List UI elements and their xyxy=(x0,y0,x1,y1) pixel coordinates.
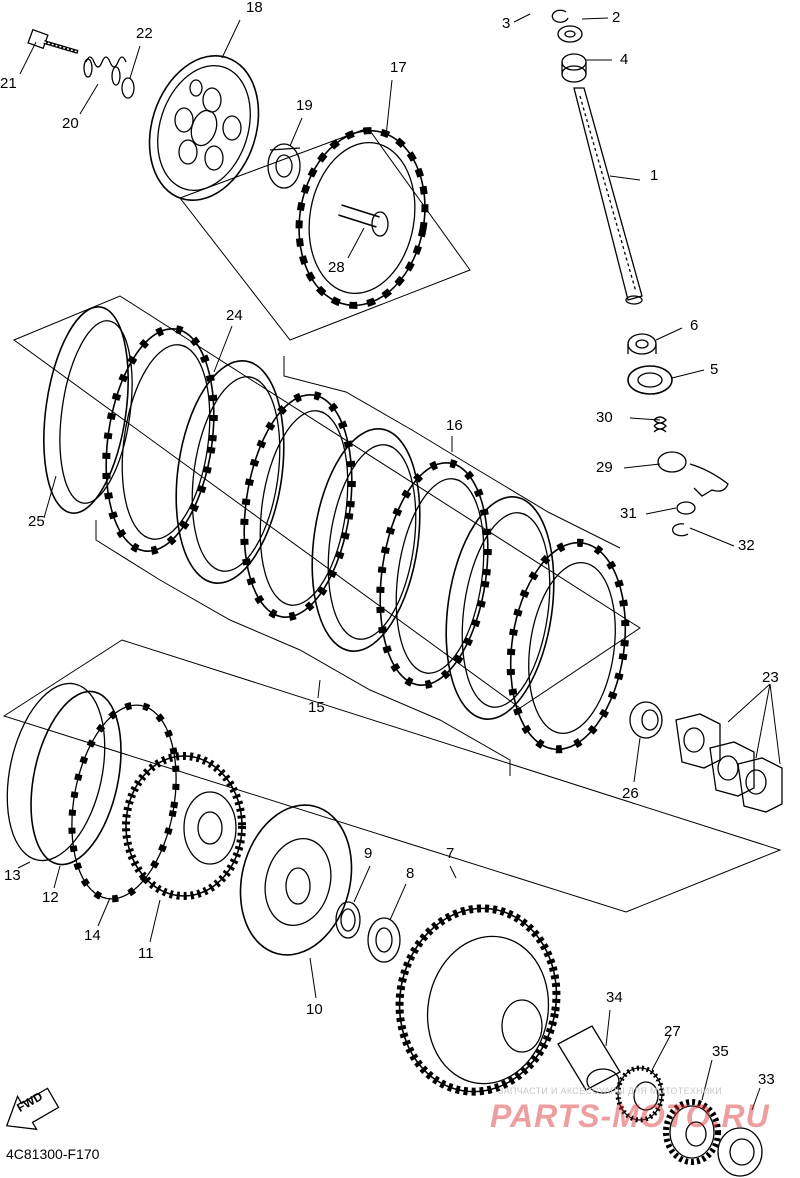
callout-12: 12 xyxy=(42,889,59,906)
callout-33: 33 xyxy=(758,1071,775,1088)
thrust-plate-icon xyxy=(367,917,401,963)
return-spring-icon xyxy=(653,416,667,433)
friction-plate-24-icon xyxy=(102,324,218,556)
callout-17: 17 xyxy=(390,59,407,76)
washer-33-icon xyxy=(717,1127,763,1177)
washer-icon xyxy=(121,77,135,99)
callout-9: 9 xyxy=(364,845,373,862)
callout-21: 21 xyxy=(0,75,17,92)
clutch-plate-stack xyxy=(43,306,630,754)
housing-group-outline xyxy=(2,639,782,913)
plain-washer-icon xyxy=(676,501,696,515)
diagram-code: 4C81300-F170 xyxy=(6,1146,100,1162)
callout-5: 5 xyxy=(710,361,719,378)
plates-group-outline xyxy=(12,295,641,709)
callout-19: 19 xyxy=(296,97,313,114)
callout-22: 22 xyxy=(136,25,153,42)
bolt-icon xyxy=(27,28,79,54)
callout-10: 10 xyxy=(306,1001,323,1018)
stack-plate-8 xyxy=(506,538,630,754)
stack-plate-7 xyxy=(445,496,555,720)
lock-washer-icon xyxy=(675,713,783,813)
push-rod-icon xyxy=(338,204,389,237)
bearing-icon xyxy=(267,143,301,189)
callout-16: 16 xyxy=(446,417,463,434)
callout-13: 13 xyxy=(4,867,21,884)
friction-plate-top-icon xyxy=(295,127,429,309)
friction-plates-bracket xyxy=(283,356,621,549)
callout-18: 18 xyxy=(246,0,263,16)
oil-seal-icon xyxy=(627,365,673,395)
cushion-plate-icon xyxy=(68,701,180,903)
callout-30: 30 xyxy=(596,409,613,426)
clutch-pressure-plate-icon xyxy=(239,804,353,956)
callout-7: 7 xyxy=(446,845,455,862)
callout-20: 20 xyxy=(62,115,79,132)
clutch-boss-icon xyxy=(122,752,246,900)
bushing-icon xyxy=(561,53,587,83)
pressure-plate-icon xyxy=(148,55,260,201)
callout-24: 24 xyxy=(226,307,243,324)
nut-icon xyxy=(557,25,583,43)
callout-29: 29 xyxy=(596,459,613,476)
steel-plates-bracket xyxy=(95,520,511,776)
lever-circlip-icon xyxy=(671,523,689,537)
leader-lines xyxy=(17,13,781,1111)
fwd-arrow-icon xyxy=(5,1087,60,1131)
seat-ring-12-icon xyxy=(30,690,122,866)
push-lever-shaft-icon xyxy=(573,87,643,305)
callout-11: 11 xyxy=(138,945,154,962)
callout-2: 2 xyxy=(612,9,621,26)
spring-icon xyxy=(83,56,127,86)
wire-ring-13-icon xyxy=(6,682,106,862)
needle-bearing-icon xyxy=(615,1065,665,1123)
circlip-icon xyxy=(551,9,569,23)
callout-6: 6 xyxy=(690,317,699,334)
callout-26: 26 xyxy=(622,785,639,802)
sleeve-icon xyxy=(557,1025,621,1094)
push-lever-icon xyxy=(657,451,729,497)
callout-25: 25 xyxy=(28,513,45,530)
callout-8: 8 xyxy=(406,865,415,882)
callout-15: 15 xyxy=(308,699,325,716)
primary-drive-gear-icon xyxy=(663,1099,721,1165)
stack-plate-5 xyxy=(311,428,421,652)
callout-3: 3 xyxy=(502,15,511,32)
callout-27: 27 xyxy=(664,1023,681,1040)
callout-34: 34 xyxy=(606,989,623,1006)
callout-4: 4 xyxy=(620,51,629,68)
thrust-washer-icon xyxy=(335,901,361,939)
callout-31: 31 xyxy=(620,505,637,522)
small-bearing-icon xyxy=(627,333,657,355)
pressure-plate-group-outline xyxy=(179,127,471,341)
watermark-text: ЗАПЧАСТИ И АКСЕССУАРЫ ДЛЯ МОТОТЕХНИКИ xyxy=(498,1086,723,1096)
callout-28: 28 xyxy=(328,259,345,276)
callout-23: 23 xyxy=(762,669,779,686)
stack-plate-6 xyxy=(376,458,492,690)
friction-plate-25-icon xyxy=(43,306,133,514)
watermark-logo: PARTS-MOTO.RU xyxy=(490,1098,770,1134)
clutch-boss-nut-icon xyxy=(629,701,663,739)
callout-35: 35 xyxy=(712,1043,729,1060)
clutch-housing-icon xyxy=(395,904,561,1096)
stack-plate-3 xyxy=(175,360,285,584)
stack-plate-4 xyxy=(240,390,356,622)
callout-1: 1 xyxy=(650,167,659,184)
callout-32: 32 xyxy=(738,537,755,554)
callout-14: 14 xyxy=(84,927,101,944)
